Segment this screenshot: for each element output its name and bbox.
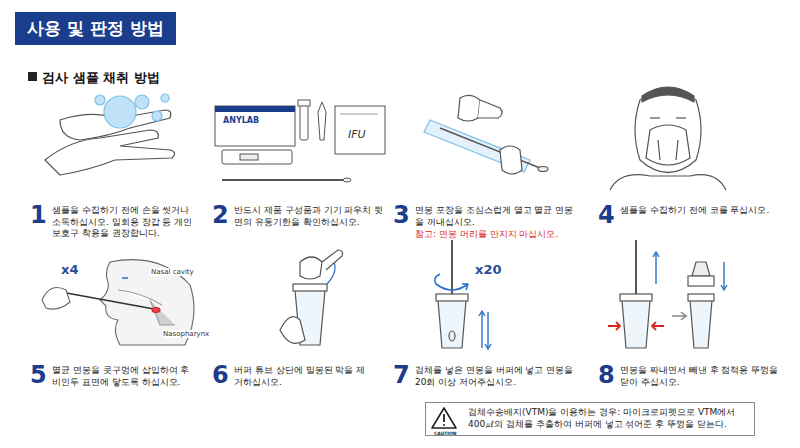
step-number: 4 xyxy=(598,203,615,227)
step-number: 6 xyxy=(212,363,229,387)
step-number: 7 xyxy=(393,363,410,387)
step-number: 8 xyxy=(598,363,615,387)
step-text: 샘플을 수집하기 전에 손을 씻거나 소독하십시오. 일회용 장갑 등 개인보호… xyxy=(52,205,197,240)
caution-box: CAUTION 검체수송배지(VTM)을 이용하는 경우: 마이크로피펫으로 VT… xyxy=(425,402,755,436)
swab-package-figure xyxy=(424,95,548,174)
step-number: 2 xyxy=(212,203,229,227)
caution-text: 검체수송배지(VTM)을 이용하는 경우: 마이크로피펫으로 VTM에서 400… xyxy=(468,407,748,430)
step-text: 검체를 넣은 면봉을 버퍼에 넣고 면봉을 20회 이상 저어주십시오. xyxy=(415,365,580,388)
stir-swab-figure xyxy=(435,240,491,349)
page-title: 사용 및 판정 방법 xyxy=(15,12,176,45)
document-label: IFU xyxy=(348,128,366,141)
repeat-count: x20 xyxy=(474,262,502,277)
step-text: 면봉 포장을 조심스럽게 열고 멸균 면봉을 꺼내십시오. xyxy=(415,205,580,228)
buffer-tube-figure xyxy=(280,250,343,345)
hand-wash-figure xyxy=(45,94,175,175)
step-number: 3 xyxy=(393,203,410,227)
cap-close-figure xyxy=(608,240,727,348)
step-number: 1 xyxy=(30,203,47,227)
repeat-count: x4 xyxy=(60,262,79,277)
step-text: 멸균 면봉을 콧구멍에 삽입하여 후비인두 표면에 닿도록 하십시오. xyxy=(52,365,197,388)
part-name: Nasal cavity xyxy=(150,268,195,276)
nose-blow-figure xyxy=(610,87,726,190)
caution-word: CAUTION xyxy=(434,431,457,436)
step-text: 반드시 제품 구성품과 기기 파우치 뒷면의 유통기한을 확인하십시오. xyxy=(234,205,384,228)
step-text: 샘플을 수집하기 전에 코를 푸십시오. xyxy=(620,205,780,217)
section-heading: 검사 샘플 채취 방법 xyxy=(42,69,160,87)
kit-components-figure xyxy=(215,100,385,182)
bullet-square xyxy=(28,72,37,81)
caution-icon xyxy=(432,408,456,428)
brand-name: ANYLAB xyxy=(222,116,260,125)
step-text: 버퍼 튜브 상단에 밀봉된 막을 제거하십시오. xyxy=(234,365,374,388)
part-name: Nasopharynx xyxy=(162,330,210,338)
step-text: 면봉을 짜내면서 빼낸 후 점적용 뚜껑을 닫아 주십시오. xyxy=(620,365,780,388)
step-number: 5 xyxy=(30,363,47,387)
note-text: 참고: 면봉 머리를 만지지 마십시오. xyxy=(415,229,585,241)
